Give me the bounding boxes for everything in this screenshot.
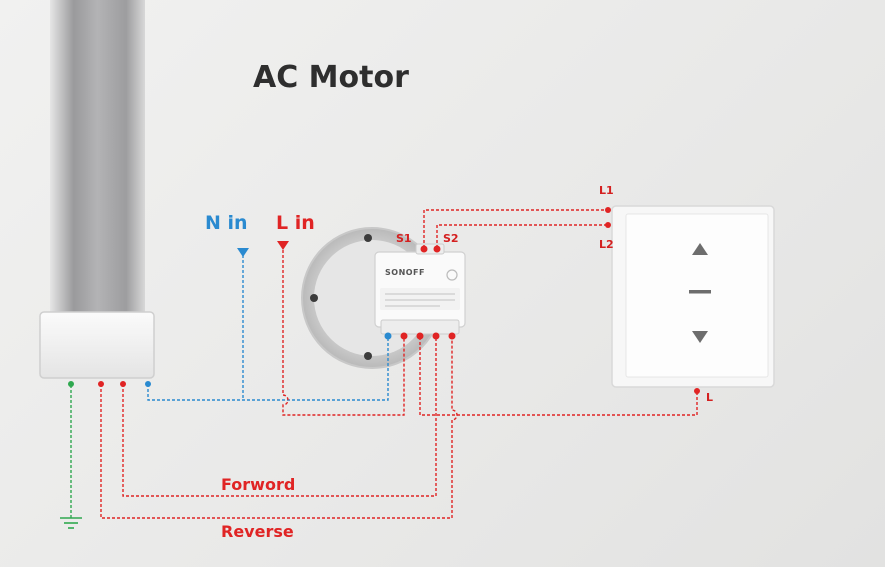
- forward-label: Forword: [221, 475, 296, 494]
- sonoff-module: [374, 243, 466, 335]
- l-in-arrow-icon: [277, 241, 289, 250]
- switch-l-label: L: [706, 391, 714, 404]
- earth-icon: [60, 517, 82, 529]
- terminal-dots: [68, 207, 700, 394]
- up-arrow-icon: [692, 243, 708, 255]
- n-in-label: N in: [205, 212, 248, 234]
- diagram-title: AC Motor: [253, 60, 409, 95]
- s1-label: S1: [396, 232, 412, 245]
- wires: [70, 209, 698, 519]
- l1-label: L1: [599, 184, 614, 197]
- n-in-arrow-icon: [237, 248, 249, 257]
- reverse-label: Reverse: [221, 522, 294, 541]
- l2-label: L2: [599, 238, 614, 251]
- down-arrow-icon: [692, 331, 708, 343]
- s2-label: S2: [443, 232, 459, 245]
- l-in-label: L in: [276, 212, 315, 234]
- device-brand: SONOFF: [385, 268, 425, 277]
- wall-switch: [611, 205, 775, 388]
- motor-rail: [39, 0, 155, 379]
